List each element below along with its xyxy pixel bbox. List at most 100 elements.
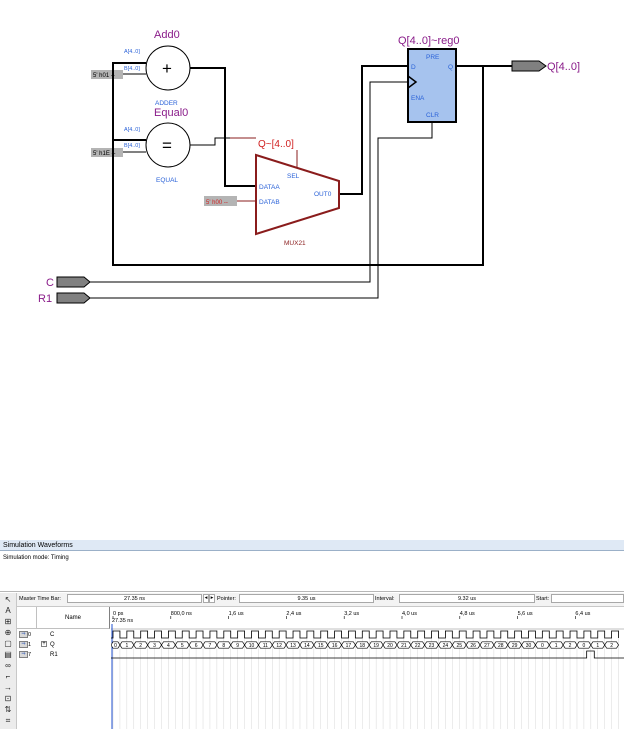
start-label: Start: (536, 596, 550, 602)
register-q-pin: Q (448, 64, 453, 71)
bus-value-q: 14 (304, 643, 310, 649)
bus-value-q: 0 (114, 643, 117, 649)
bus-value-q: 24 (443, 643, 449, 649)
bus-value-q: 15 (318, 643, 324, 649)
bus-value-q: 0 (583, 643, 586, 649)
panel-title: Simulation Waveforms (0, 540, 624, 551)
bus-value-q: 22 (415, 643, 421, 649)
text-icon[interactable]: A (5, 606, 11, 615)
register-ena-pin: ENA (411, 95, 425, 102)
tool-strip: ↖ A ⊞ ⊕ ▢ ▤ ∞ ⌐ → ⊡ ⇅ ⌗ (0, 593, 17, 729)
bus-value-q: 17 (346, 643, 352, 649)
bus-value-q: 20 (387, 643, 393, 649)
bus-value-q: 29 (512, 643, 518, 649)
arrow-icon[interactable]: → (4, 683, 12, 692)
time-bar: Master Time Bar: 27.35 ns ◂ ▸ Pointer: 9… (17, 593, 624, 607)
bus-value-q: 2 (610, 643, 613, 649)
next-transition-button[interactable]: ▸ (209, 594, 215, 603)
bus-value-q: 10 (249, 643, 255, 649)
bus-value-q: 7 (209, 643, 212, 649)
bus-value-q: 8 (222, 643, 225, 649)
bus-value-q: 4 (167, 643, 170, 649)
bus-value-q: 11 (263, 643, 268, 649)
pointer-icon[interactable]: ↖ (4, 595, 12, 604)
replace-icon[interactable]: ⌗ (5, 716, 11, 725)
mux-datab-pin: DATAB (259, 199, 280, 206)
bus-value-q: 21 (401, 643, 407, 649)
signal-row-r1[interactable]: ⇒7 R1 (17, 650, 110, 660)
register-title: Q[4..0]~reg0 (398, 35, 459, 47)
adder-caption: ADDER (155, 100, 178, 107)
output-pin-label: Q[4..0] (547, 61, 580, 73)
register-block[interactable] (407, 48, 457, 123)
equal-title: Equal0 (154, 107, 188, 119)
mux-sel-pin: SEL (287, 173, 300, 180)
time-tick-label: 6,4 us (575, 611, 590, 617)
binoculars-icon[interactable]: ∞ (5, 661, 11, 670)
assign-icon[interactable]: ⌐ (5, 672, 11, 681)
register-d-pin: D (411, 64, 416, 71)
time-tick-label: 1,6 us (229, 611, 244, 617)
clock-waveform-c (111, 630, 619, 639)
mux-out-pin: OUT0 (314, 191, 332, 198)
fullscreen-icon[interactable]: ▢ (4, 639, 12, 648)
adder-constant-box (91, 70, 123, 79)
zoom-icon[interactable]: ⊕ (4, 628, 12, 637)
mux-dataa-pin: DATAA (259, 184, 280, 191)
interval-field: 9.32 us (399, 594, 535, 603)
overwrite-icon[interactable]: ⊡ (4, 694, 12, 703)
bus-value-q: 1 (125, 643, 128, 649)
adder-pin-b: B[4..0] (124, 66, 140, 72)
signal-index: 0 (28, 632, 32, 638)
simulation-waveforms-panel: Simulation Waveforms Simulation mode: Ti… (0, 540, 624, 729)
master-time-bar-field[interactable]: 27.35 ns (67, 594, 202, 603)
adder-pin-a: A[4..0] (124, 49, 140, 55)
register-clock-marker (407, 75, 418, 89)
bus-segment-q (604, 641, 619, 649)
signal-type-icon: ⇒ (19, 641, 28, 648)
reset-waveform-r1 (111, 650, 624, 659)
adder-symbol: + (162, 59, 172, 78)
adder-constant: 5' h01 -- (93, 73, 115, 79)
time-tick-label: 2,4 us (286, 611, 301, 617)
signal-type-icon: ⇒ (19, 631, 28, 638)
input-pin-c-shape[interactable] (56, 276, 91, 288)
bus-value-q: 1 (555, 643, 558, 649)
input-pin-r1-shape[interactable] (56, 292, 91, 304)
register-clr-pin: CLR (426, 112, 439, 119)
expand-toggle[interactable]: + (41, 641, 47, 647)
simulation-mode-label: Simulation mode: Timing (3, 555, 69, 561)
time-tick-label: 0 ps (113, 611, 124, 617)
edit-icon[interactable]: ⊞ (4, 617, 12, 626)
equal-pin-b: B[4..0] (124, 143, 140, 149)
start-field (551, 594, 624, 603)
time-tick-label: 3,2 us (344, 611, 359, 617)
wires (90, 62, 512, 299)
mux-block[interactable] (255, 153, 340, 236)
bus-value-q: 12 (276, 643, 282, 649)
bus-value-q: 18 (360, 643, 366, 649)
equal-constant: 5' h1E -- (93, 151, 116, 157)
signal-index: 7 (28, 652, 32, 658)
bus-value-q: 19 (373, 643, 379, 649)
output-pin-shape[interactable] (511, 60, 547, 72)
interval-label: Interval: (375, 596, 395, 602)
signal-name: R1 (50, 652, 58, 658)
waveform-editor: ↖ A ⊞ ⊕ ▢ ▤ ∞ ⌐ → ⊡ ⇅ ⌗ Master Time Bar:… (0, 593, 624, 729)
bus-value-q: 2 (139, 643, 142, 649)
sort-icon[interactable]: ⇅ (4, 705, 12, 714)
icon-column-header (17, 607, 37, 629)
pointer-label: Pointer: (217, 596, 236, 602)
signal-index: 1 (28, 642, 32, 648)
signal-row-q[interactable]: ⇒1+Q (17, 640, 110, 650)
find-icon[interactable]: ▤ (4, 650, 12, 659)
bus-value-q: 30 (526, 643, 532, 649)
prev-transition-button[interactable]: ◂ (203, 594, 209, 603)
bus-value-q: 1 (596, 643, 599, 649)
time-tick-label: 4,0 us (402, 611, 417, 617)
signal-type-icon: ⇒ (19, 651, 28, 658)
bus-value-q: 16 (332, 643, 338, 649)
mux-input-label: Q~[4..0] (258, 139, 294, 150)
